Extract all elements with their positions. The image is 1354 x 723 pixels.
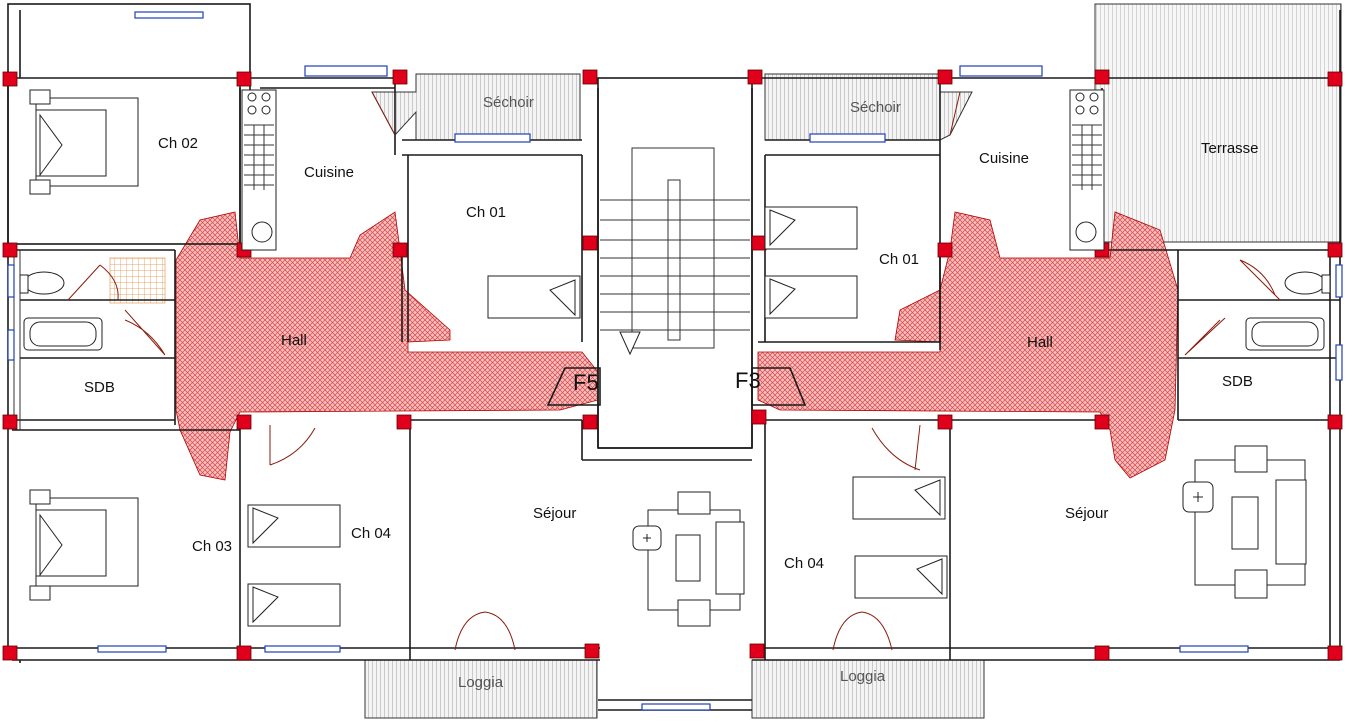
- beds-ch04-left: [247, 504, 341, 627]
- label-loggia-left: Loggia: [458, 674, 504, 691]
- label-ch04-left: Ch 04: [351, 525, 391, 542]
- label-sechoir-left: Séchoir: [483, 94, 534, 111]
- living-set-right: [1182, 445, 1307, 599]
- kitchen-right: [1069, 89, 1105, 251]
- label-loggia-right: Loggia: [840, 668, 886, 685]
- beds-ch04-right: [852, 476, 948, 599]
- bed-ch02: [29, 89, 139, 195]
- terrasse-area: [1094, 3, 1342, 243]
- bathroom-right: [1245, 271, 1331, 351]
- label-ch03: Ch 03: [192, 538, 232, 555]
- bed-ch03: [29, 489, 139, 601]
- label-cuisine-right: Cuisine: [979, 150, 1029, 167]
- toilet-floor-grid: [109, 257, 166, 304]
- label-ch01-left: Ch 01: [466, 204, 506, 221]
- stair-core: [546, 77, 807, 711]
- loggia-left-area: [364, 659, 598, 719]
- label-sdb-left: SDB: [84, 379, 115, 396]
- hall-left-area: [175, 211, 599, 481]
- label-sejour-left: Séjour: [533, 505, 576, 522]
- label-sechoir-right: Séchoir: [850, 99, 901, 116]
- label-terrasse: Terrasse: [1201, 140, 1259, 157]
- bed-ch01-left: [487, 275, 581, 319]
- beds-ch01-right: [764, 206, 858, 319]
- doors: [67, 91, 1281, 651]
- label-ch01-right: Ch 01: [879, 251, 919, 268]
- columns: [2, 69, 1343, 661]
- label-ch02: Ch 02: [158, 135, 198, 152]
- label-f5: F5: [573, 370, 599, 395]
- windows: [7, 11, 1343, 711]
- bathroom-left: [19, 271, 103, 351]
- hall-right-area: [757, 211, 1179, 479]
- label-ch04-right: Ch 04: [784, 555, 824, 572]
- label-sejour-right: Séjour: [1065, 505, 1108, 522]
- label-sdb-right: SDB: [1222, 373, 1253, 390]
- label-cuisine-left: Cuisine: [304, 164, 354, 181]
- living-set-left: [632, 491, 745, 627]
- label-hall-right: Hall: [1027, 334, 1053, 351]
- kitchen-left: [241, 89, 277, 251]
- label-f3: F3: [735, 368, 761, 393]
- label-hall-left: Hall: [281, 332, 307, 349]
